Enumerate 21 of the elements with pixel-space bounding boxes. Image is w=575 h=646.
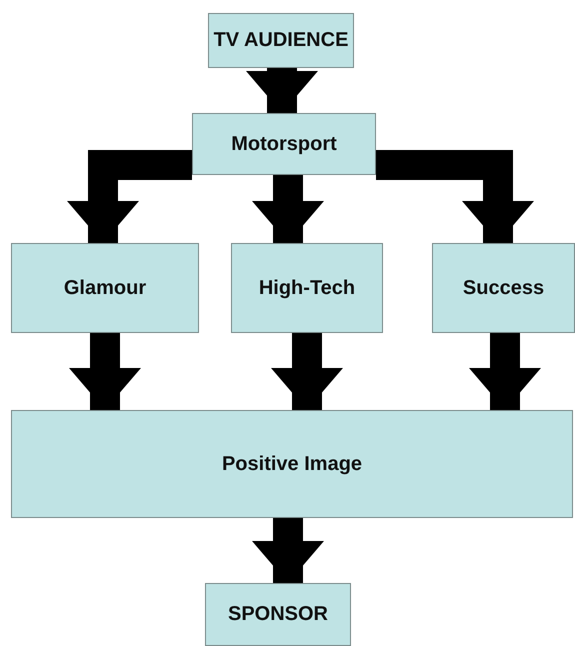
box-label: Motorsport [231,132,337,156]
box-label: Success [462,276,544,300]
arrow [376,150,534,243]
arrow [246,68,318,113]
process-box [205,583,351,646]
process-box [208,13,354,68]
box-label: SPONSOR [228,603,328,626]
arrow [469,333,541,410]
process-box [11,410,573,518]
arrow [252,518,324,583]
box-label: Positive Image [222,452,362,476]
arrow [69,333,141,410]
box-label: Glamour [64,276,146,300]
box-label: TV AUDIENCE [214,29,348,52]
box-label: High-Tech [258,276,356,300]
process-box [11,243,199,333]
process-box [192,113,376,175]
process-box [432,243,575,333]
arrow [252,175,324,243]
arrow [271,333,343,410]
process-box [231,243,383,333]
